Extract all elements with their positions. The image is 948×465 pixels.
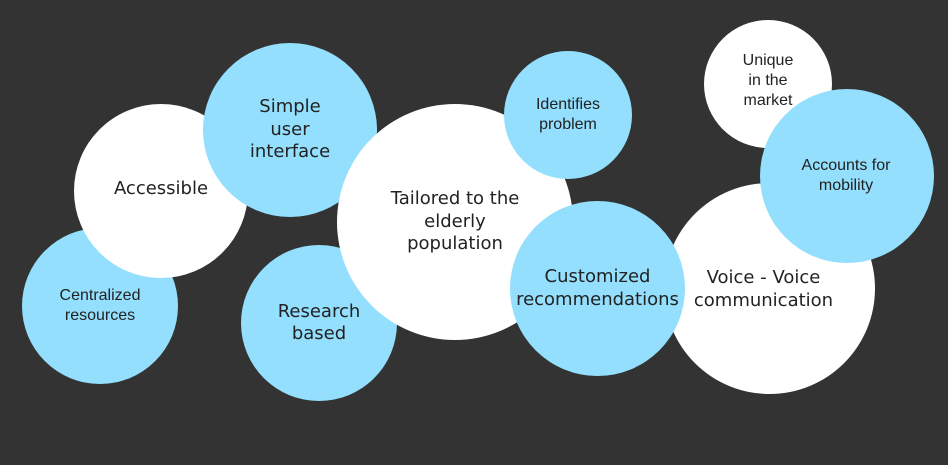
bubble-label: Voice - Voice communication [693,267,834,311]
bubble-label: Simple user interface [249,96,331,163]
bubble-label: Tailored to the elderly population [390,188,520,255]
bubble-label: Accessible [113,177,209,199]
bubble-customized-recommendations: Customized recommendations [510,201,685,376]
bubble-identifies-problem: Identifies problem [504,51,632,179]
bubble-label: Centralized resources [59,287,141,324]
bubble-label: Research based [277,300,361,345]
bubble-label: Customized recommendations [516,266,679,310]
bubble-label: Accounts for mobility [801,157,891,194]
bubble-label: Identifies problem [535,96,601,133]
bubble-label: Unique in the market [742,52,794,109]
bubble-accounts-for-mobility: Accounts for mobility [760,89,934,263]
